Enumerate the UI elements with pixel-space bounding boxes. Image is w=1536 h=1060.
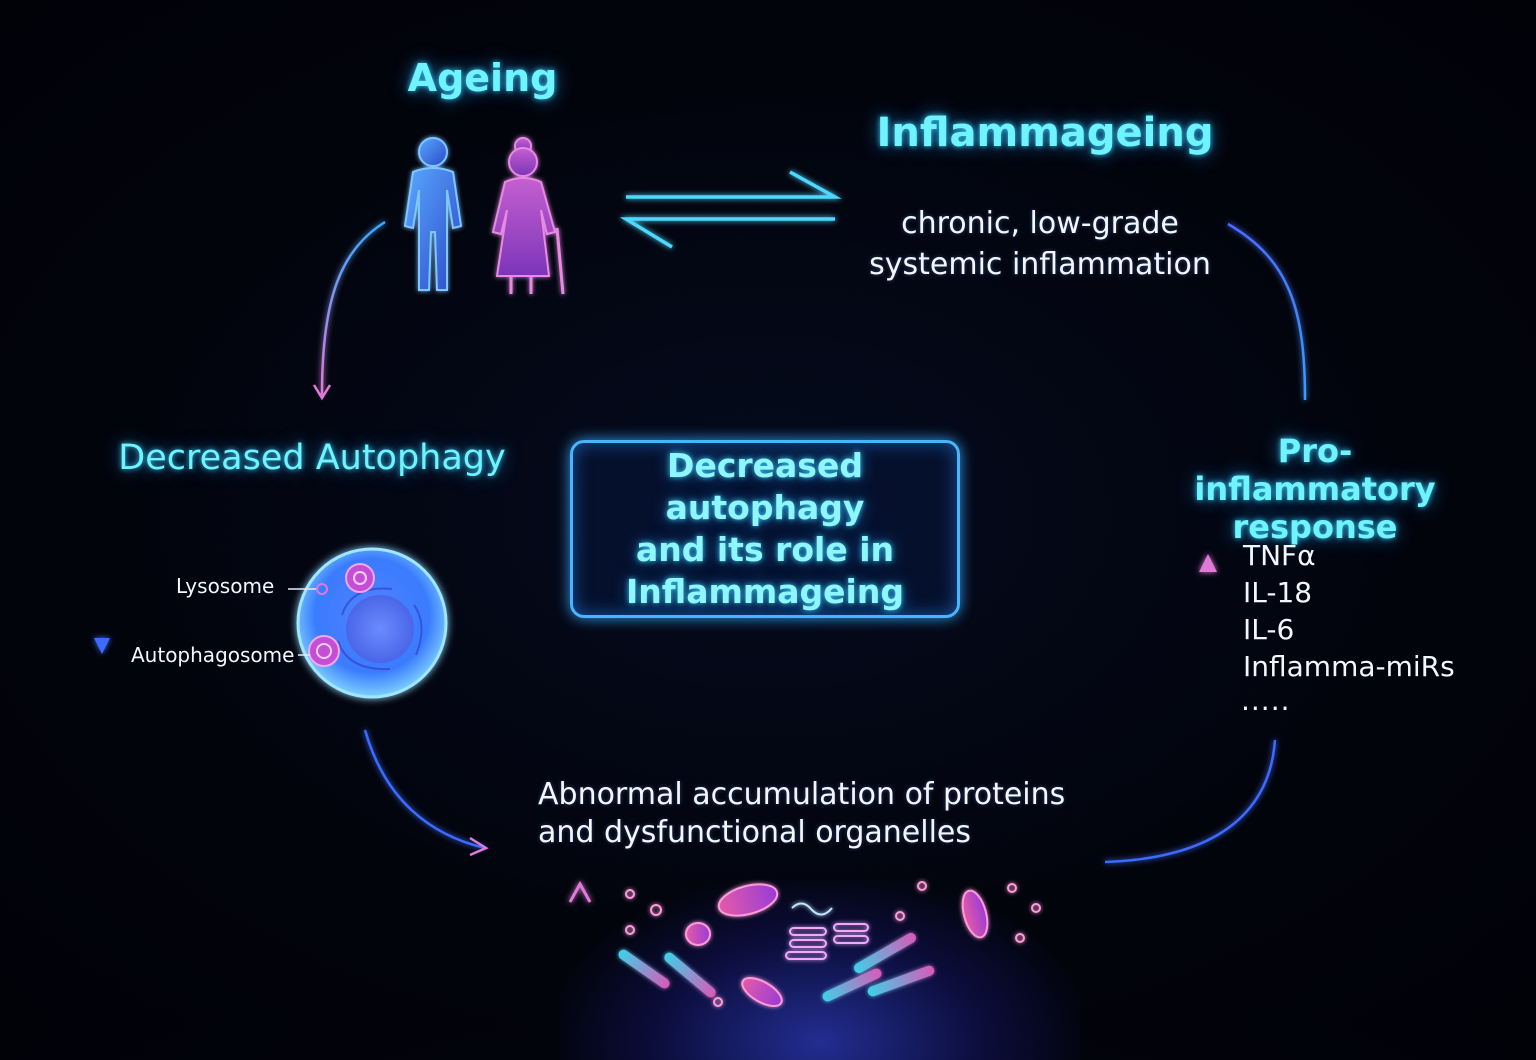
center-title-line: and its role in xyxy=(635,530,895,569)
down-arrow-autophagy xyxy=(94,546,110,654)
lysosome-label: Lysosome xyxy=(176,574,275,598)
inflammageing-title: Inflammageing xyxy=(876,110,1214,156)
center-title: Decreased autophagy and its role in Infl… xyxy=(587,445,943,613)
cycle-connectors xyxy=(94,170,1307,1018)
lysosome-icon xyxy=(345,563,375,593)
arrowhead-autophagy-to-accumulation xyxy=(469,836,489,857)
center-title-line: Inflammageing xyxy=(626,572,904,611)
inflammageing-subtitle-line: chronic, low-grade xyxy=(901,206,1179,241)
pro-inflammatory-title-line: response xyxy=(1232,508,1398,546)
mediator-item: Inflamma-miRs xyxy=(1243,650,1455,683)
up-arrow-response xyxy=(1199,554,1217,676)
mediator-list: TNFα IL-18 IL-6 Inflamma-miRs xyxy=(1243,537,1455,685)
equilibrium-arrows xyxy=(619,170,842,249)
cell-icon xyxy=(288,547,448,699)
center-title-line: Decreased autophagy xyxy=(665,446,865,527)
mediator-item: IL-6 xyxy=(1243,613,1295,646)
mediator-more: ..... xyxy=(1241,684,1291,717)
arrow-response-to-accumulation xyxy=(1104,739,1277,864)
arrowhead-ageing-to-autophagy xyxy=(312,384,332,401)
mediator-item: TNFα xyxy=(1243,539,1316,572)
pro-inflammatory-title-line: Pro-inflammatory xyxy=(1194,432,1436,508)
inflammageing-subtitle-line: systemic inflammation xyxy=(869,247,1211,282)
elderly-couple-icon xyxy=(403,137,565,295)
up-arrow-accumulation xyxy=(568,880,592,1018)
inflammageing-subtitle: chronic, low-grade systemic inflammation xyxy=(840,203,1240,285)
accumulation-text: Abnormal accumulation of proteins and dy… xyxy=(538,776,1065,852)
mediator-item: IL-18 xyxy=(1243,576,1313,609)
autophagosome-icon xyxy=(308,635,340,667)
arrow-ageing-to-autophagy xyxy=(320,220,386,396)
accumulation-line: Abnormal accumulation of proteins xyxy=(538,777,1066,812)
accumulation-line: and dysfunctional organelles xyxy=(538,815,972,850)
ageing-title: Ageing xyxy=(407,56,558,100)
pro-inflammatory-title: Pro-inflammatory response xyxy=(1160,432,1470,546)
center-title-box: Decreased autophagy and its role in Infl… xyxy=(570,440,960,618)
decreased-autophagy-title: Decreased Autophagy xyxy=(118,438,506,478)
autophagosome-label: Autophagosome xyxy=(131,643,295,667)
arrow-autophagy-to-accumulation xyxy=(363,729,486,850)
organelles-icon xyxy=(618,881,1041,1007)
arrow-inflammageing-to-response xyxy=(1227,222,1307,401)
